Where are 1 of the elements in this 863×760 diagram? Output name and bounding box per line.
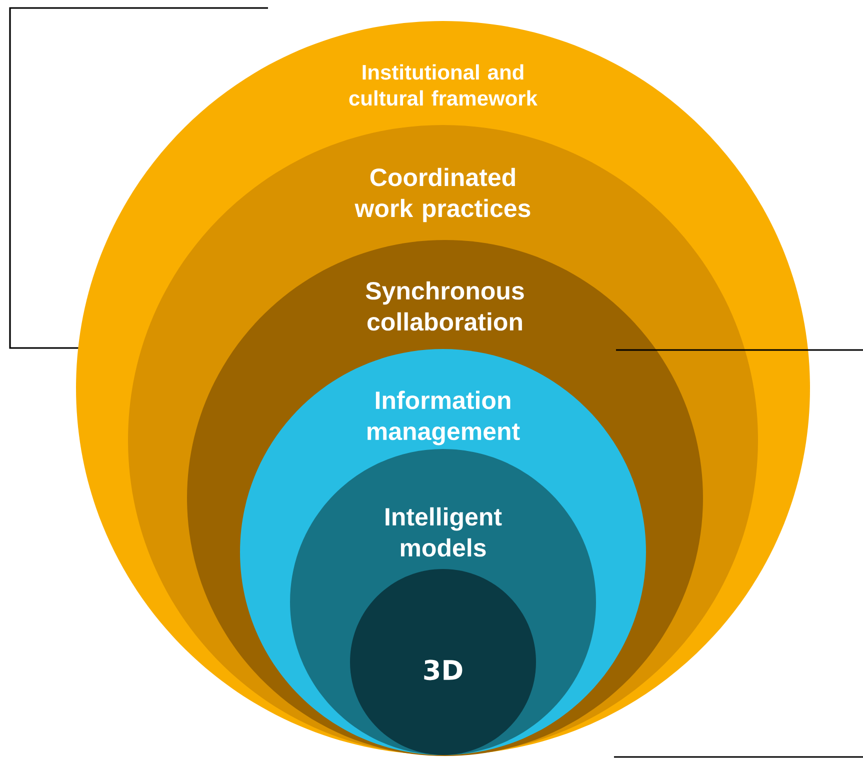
circle-band: 3D bbox=[350, 569, 536, 755]
